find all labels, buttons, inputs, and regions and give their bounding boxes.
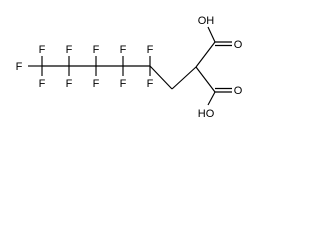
- carbon-skeleton: [42, 41, 216, 93]
- bond-c6-c7: [171, 66, 197, 90]
- fluorine-label: F: [147, 44, 154, 56]
- carbonyl-oxygen-label-lower: O: [234, 85, 243, 97]
- bond-c7-c9: [195, 66, 216, 93]
- carboxyl-group-lower: [207, 87, 232, 106]
- fluorine-label: F: [93, 78, 100, 90]
- fluorine-label: F: [93, 44, 100, 56]
- hydroxyl-label-lower: HO: [198, 108, 215, 120]
- carboxyl-group-upper: [207, 26, 232, 47]
- chemical-structure-diagram: F F F F F F F F F F F OH O O HO: [16, 15, 243, 120]
- bond-c7-c8: [195, 41, 216, 68]
- fluorine-label: F: [120, 78, 127, 90]
- bond-c8-hydroxyl: [207, 26, 216, 43]
- carbonyl-oxygen-label-upper: O: [234, 39, 243, 51]
- fluorine-label: F: [120, 44, 127, 56]
- fluorine-label: F: [66, 44, 73, 56]
- fluorine-label: F: [39, 78, 46, 90]
- hydroxyl-label-upper: OH: [198, 15, 215, 27]
- fluorine-label: F: [66, 78, 73, 90]
- fluorine-label: F: [16, 61, 23, 73]
- bond-c5-c6: [149, 65, 173, 90]
- fluorine-label: F: [39, 44, 46, 56]
- fluorine-label: F: [147, 78, 154, 90]
- atom-labels: F F F F F F F F F F F OH O O HO: [16, 15, 243, 120]
- bond-c9-hydroxyl: [207, 91, 216, 106]
- carbon-fluorine-bonds: [28, 56, 151, 76]
